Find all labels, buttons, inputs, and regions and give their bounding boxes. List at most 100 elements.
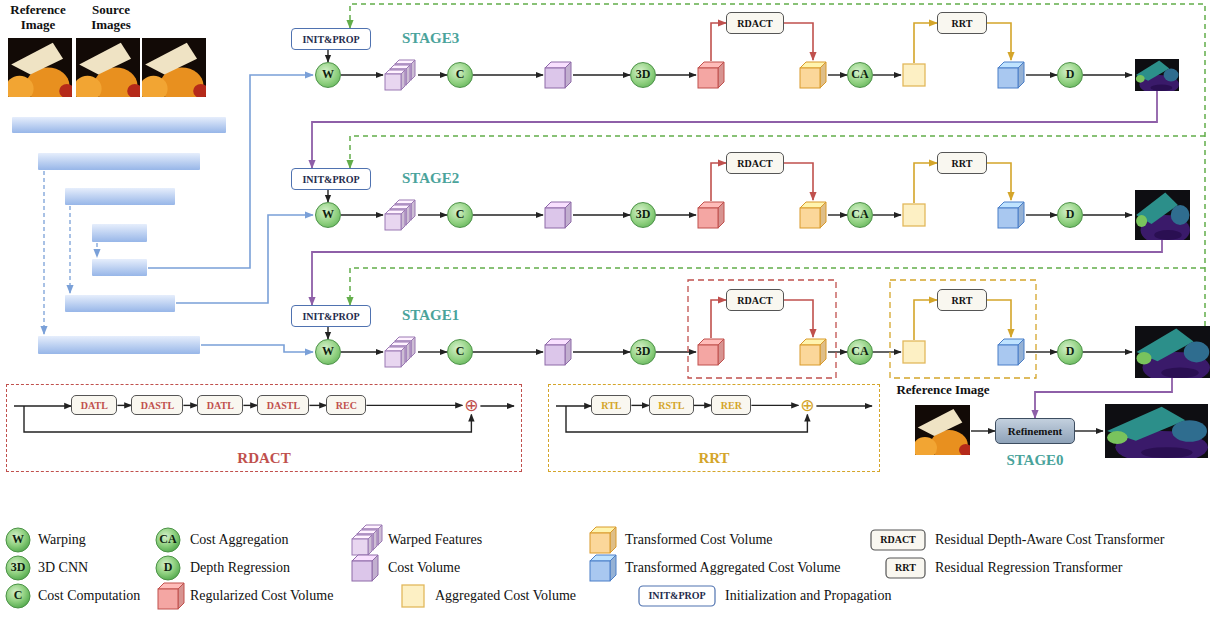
stage-label: STAGE1 [402, 307, 459, 324]
connectors [117, 50, 798, 405]
flow-arrow [1026, 74, 1057, 75]
flow-arrow [201, 345, 313, 352]
depth-region [1107, 431, 1128, 444]
operation-circle: C [447, 202, 473, 228]
node-text: DASTL [141, 400, 174, 411]
node-text: C [456, 68, 465, 81]
cube-side [820, 62, 826, 88]
depth-region [1184, 342, 1210, 363]
layer-box: DASTL [131, 395, 183, 415]
transformer-box: RDACT [726, 152, 784, 174]
flow-arrow [711, 23, 726, 61]
legend-text: Cost Volume [388, 560, 460, 576]
node-text: RRT [952, 295, 973, 306]
legend-text: Aggregated Cost Volume [435, 588, 576, 604]
cube-side [378, 525, 382, 545]
volume-cube [385, 70, 405, 90]
photo [142, 38, 206, 97]
node-text: W [322, 345, 334, 358]
node-text: ⊕ [800, 396, 814, 414]
flow-arrow [418, 74, 447, 75]
volume-cube [590, 555, 616, 581]
layer-box: DATL [197, 395, 243, 415]
refinement-box: Refinement [995, 418, 1075, 444]
legend-text: Cost Aggregation [190, 532, 288, 548]
feature-bar [92, 224, 147, 242]
legend-text: Residual Regression Transformer [935, 560, 1122, 576]
node-text: DASTL [267, 400, 300, 411]
node-text: RER [721, 400, 742, 411]
transformer-box: RDACT [726, 289, 784, 311]
cube-front [545, 345, 565, 365]
cube-side [718, 202, 724, 228]
cube-front [352, 539, 368, 555]
cube-front [800, 345, 820, 365]
photo [76, 38, 140, 97]
flow-arrow [987, 300, 1011, 337]
flow-arrow [341, 214, 383, 215]
cube-front [385, 351, 401, 367]
node-text: RSTL [658, 400, 684, 411]
legend-box [871, 530, 925, 550]
flow-arrow [873, 351, 901, 352]
volume-cube [998, 62, 1024, 88]
fruit [59, 84, 72, 97]
cube-side [565, 62, 571, 88]
volume-cube [590, 527, 616, 553]
shell [145, 43, 197, 75]
cube-side [411, 337, 415, 357]
legend-text: Initialization and Propagation [725, 588, 891, 604]
aggregated-square [903, 341, 925, 363]
cube-front [998, 345, 1018, 365]
init-prop-box: INIT&PROP [291, 168, 371, 190]
node-text: RDACT [737, 158, 773, 169]
group-outline [890, 280, 1036, 378]
aggregated-square [903, 204, 925, 226]
node-text: INIT&PROP [302, 311, 359, 322]
flow-arrow [148, 75, 313, 268]
cube-front [998, 68, 1018, 88]
fruit [127, 84, 140, 97]
legend-text: Depth Regression [190, 560, 290, 576]
cube-side [610, 555, 616, 581]
legend-text: Transformed Aggregated Cost Volume [625, 560, 841, 576]
sum-node: ⊕ [798, 396, 816, 414]
fruit [142, 76, 168, 97]
legend-text: Warped Features [388, 532, 482, 548]
cube-side [406, 342, 410, 362]
node-text: D [1066, 208, 1075, 221]
flow-arrow [828, 351, 847, 352]
depth-region [1136, 215, 1147, 227]
volume-cube [698, 339, 724, 365]
transformer-box: RRT [937, 12, 987, 34]
connector [183, 405, 197, 406]
flow-arrow [873, 214, 901, 215]
flow-arrow [816, 405, 872, 406]
cube-side [718, 339, 724, 365]
node-text: RDACT [737, 295, 773, 306]
legend-symbol-text: RRT [895, 562, 916, 574]
flow-arrow [556, 405, 591, 406]
flow-arrow [656, 214, 696, 215]
node-text: DATL [207, 400, 234, 411]
fruit [915, 437, 937, 455]
node-text: ⊕ [464, 396, 478, 414]
sum-node: ⊕ [462, 396, 480, 414]
image-caption: Reference Image [2, 3, 74, 33]
flow-arrow [711, 163, 726, 201]
flow-arrow [784, 23, 813, 60]
stage-label: STAGE2 [402, 170, 459, 187]
fruit [8, 76, 34, 97]
volume-cube [385, 347, 405, 367]
flow-arrow [873, 74, 901, 75]
operation-circle: 3D [630, 62, 656, 88]
operation-circle: 3D [630, 339, 656, 365]
legend-symbol-text: W [12, 533, 24, 547]
feature-bar [65, 295, 175, 312]
fruit [76, 76, 102, 97]
cube-front [590, 561, 610, 581]
flow-arrow [784, 163, 813, 200]
cube-front [385, 214, 401, 230]
stage-label: STAGE3 [402, 30, 459, 47]
